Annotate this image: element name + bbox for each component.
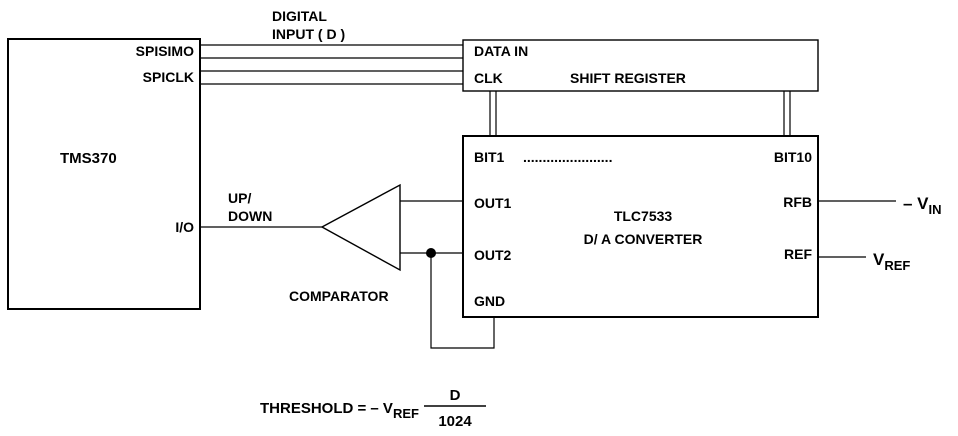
- threshold-formula-denominator: 1024: [438, 413, 472, 430]
- out2-pin-label: OUT2: [474, 247, 512, 263]
- digital-input-label-line2: INPUT ( D ): [272, 26, 345, 42]
- gnd-loop-wire: [430, 253, 495, 349]
- threshold-formula-lhs: THRESHOLD = – VREF: [260, 400, 419, 421]
- bit10-label: BIT10: [774, 149, 812, 165]
- spiclk-pin-label: SPICLK: [143, 69, 194, 85]
- threshold-formula-numerator: D: [450, 387, 461, 404]
- tms370-label: TMS370: [60, 150, 117, 167]
- io-pin-label: I/O: [175, 219, 194, 235]
- comparator-label: COMPARATOR: [289, 288, 389, 304]
- rfb-pin-label: RFB: [783, 194, 812, 210]
- dac-block: [462, 135, 819, 318]
- vin-label: – VIN: [903, 194, 942, 217]
- vref-label: VREF: [873, 250, 910, 273]
- out1-pin-label: OUT1: [474, 195, 512, 211]
- dac-name-label: TLC7533: [614, 208, 673, 224]
- digital-input-label-line1: DIGITAL: [272, 8, 327, 24]
- up-down-label-line1: UP/: [228, 190, 251, 206]
- clk-pin-label: CLK: [474, 70, 503, 86]
- shift-register-label: SHIFT REGISTER: [570, 70, 686, 86]
- gnd-pin-label: GND: [474, 293, 505, 309]
- bit-dots: .......................: [523, 149, 612, 165]
- comparator-symbol: [320, 183, 401, 272]
- ref-pin-label: REF: [784, 246, 812, 262]
- dac-type-label: D/ A CONVERTER: [584, 231, 703, 247]
- tms370-block: [7, 38, 201, 310]
- spisimo-pin-label: SPISIMO: [136, 43, 194, 59]
- data-in-pin-label: DATA IN: [474, 43, 528, 59]
- bit1-label: BIT1: [474, 149, 505, 165]
- up-down-label-line2: DOWN: [228, 208, 272, 224]
- shift-register-block: [462, 39, 819, 92]
